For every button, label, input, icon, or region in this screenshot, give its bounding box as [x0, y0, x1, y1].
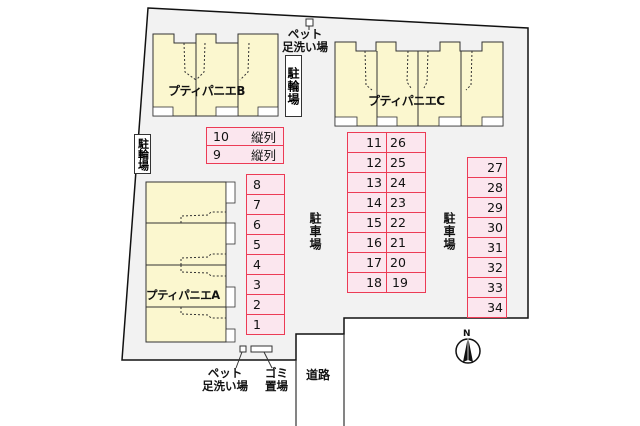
building-a-label: プティパニエA [146, 288, 220, 302]
building-c-label: プティパニエC [368, 94, 445, 108]
pet-wash-bottom-marker [239, 345, 247, 353]
parking-slot: 11 [347, 132, 387, 153]
parking-slot: 30 [467, 217, 507, 238]
building-b-label: プティパニエB [168, 84, 245, 98]
parking-slot: 1 [246, 314, 285, 335]
parking-slot: 29 [467, 197, 507, 218]
parking-slot: 27 [467, 157, 507, 178]
pet-wash-top-label: ペット 足洗い場 [282, 27, 328, 54]
parking-slot: 16 [347, 232, 387, 253]
parking-slot: 8 [246, 174, 285, 195]
car-parking-label-right: 駐車場 [442, 212, 456, 251]
north-label: N [463, 329, 471, 339]
parking-slot: 28 [467, 177, 507, 198]
parking-slot: 17 [347, 252, 387, 273]
car-parking-label-center: 駐車場 [308, 212, 322, 251]
parking-slot: 24 [386, 172, 426, 193]
parking-slot: 22 [386, 212, 426, 233]
parking-slot: 2 [246, 294, 285, 315]
parking-slot: 31 [467, 237, 507, 258]
parking-slot: 23 [386, 192, 426, 213]
parking-slot: 19 [386, 272, 426, 293]
garbage-area-label: ゴミ 置場 [265, 366, 288, 393]
pet-wash-top-marker [305, 18, 314, 27]
parking-slot-10: 10 縦列 [206, 127, 284, 146]
building-c [334, 41, 504, 127]
road [296, 326, 344, 426]
pet-wash-bottom-label: ペット 足洗い場 [202, 366, 248, 393]
parking-slot: 4 [246, 254, 285, 275]
parking-slot: 7 [246, 194, 285, 215]
bicycle-parking-left: 駐輪場 [134, 134, 151, 174]
north-arrow-icon [455, 337, 481, 364]
parking-slot: 26 [386, 132, 426, 153]
building-b [152, 33, 279, 117]
parking-slot: 15 [347, 212, 387, 233]
parking-slot: 25 [386, 152, 426, 173]
parking-slot: 34 [467, 297, 507, 318]
parking-slot: 32 [467, 257, 507, 278]
parking-slot: 20 [386, 252, 426, 273]
parking-slot: 12 [347, 152, 387, 173]
parking-slot: 18 [347, 272, 387, 293]
garbage-marker [250, 345, 273, 353]
parking-slot: 5 [246, 234, 285, 255]
building-a [145, 181, 236, 343]
parking-slot: 6 [246, 214, 285, 235]
road-label: 道路 [306, 368, 331, 382]
bicycle-parking-top: 駐輪場 [285, 55, 302, 117]
parking-slot: 13 [347, 172, 387, 193]
parking-slot: 33 [467, 277, 507, 298]
parking-slot: 21 [386, 232, 426, 253]
parking-slot: 3 [246, 274, 285, 295]
parking-slot-9: 9 縦列 [206, 145, 284, 164]
parking-slot: 14 [347, 192, 387, 213]
